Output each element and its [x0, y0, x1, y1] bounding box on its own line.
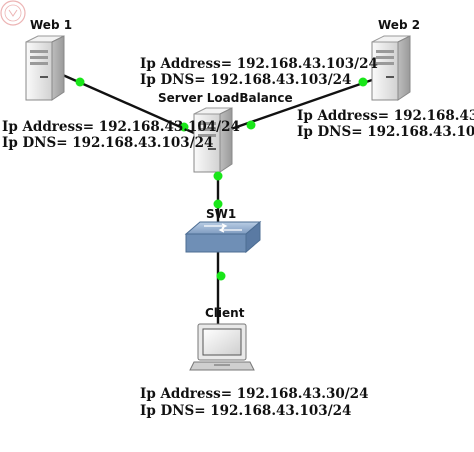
watermark-seal-icon	[0, 0, 26, 26]
web2-label: Web 2	[378, 18, 420, 32]
server-icon	[25, 35, 65, 101]
web1-server[interactable]: Web 1	[25, 18, 72, 101]
loadbalancer-ip-dns: Ip DNS= 192.168.43.103/24	[140, 72, 351, 88]
loadbalancer-server[interactable]: Server LoadBalance	[158, 91, 293, 173]
port-switch-north	[213, 199, 223, 209]
switch-icon	[184, 220, 262, 254]
laptop-icon	[189, 323, 255, 371]
ip-annotations: Ip Address= 192.168.43.103/24 Ip DNS= 19…	[2, 56, 474, 419]
web1-ip-dns: Ip DNS= 192.168.43.103/24	[2, 135, 213, 151]
port-loadbalancer-west	[179, 122, 189, 132]
client-label: Client	[205, 306, 245, 320]
web2-server[interactable]: Web 2	[371, 18, 420, 101]
loadbalancer-label: Server LoadBalance	[158, 91, 293, 105]
client-ip-dns: Ip DNS= 192.168.43.103/24	[140, 403, 351, 419]
client-laptop[interactable]: Client	[189, 306, 255, 371]
port-indicators	[75, 77, 368, 281]
server-icon	[371, 35, 411, 101]
loadbalancer-ip-address: Ip Address= 192.168.43.103/24	[140, 56, 378, 72]
switch-label: SW1	[206, 207, 236, 221]
server-icon	[193, 107, 233, 173]
web1-ip-address: Ip Address= 192.168.43.104/24	[2, 119, 240, 135]
port-loadbalancer-east	[246, 120, 256, 130]
web2-ip-address: Ip Address= 192.168.43.105/24	[297, 108, 474, 124]
port-loadbalancer-south	[213, 171, 223, 181]
switch-sw1[interactable]: SW1	[184, 207, 262, 254]
web2-ip-dns: Ip DNS= 192.168.43.103/24	[297, 124, 474, 140]
web1-label: Web 1	[30, 18, 72, 32]
client-ip-address: Ip Address= 192.168.43.30/24	[140, 386, 368, 402]
port-web2	[358, 77, 368, 87]
port-switch-south	[216, 271, 226, 281]
port-web1	[75, 77, 85, 87]
